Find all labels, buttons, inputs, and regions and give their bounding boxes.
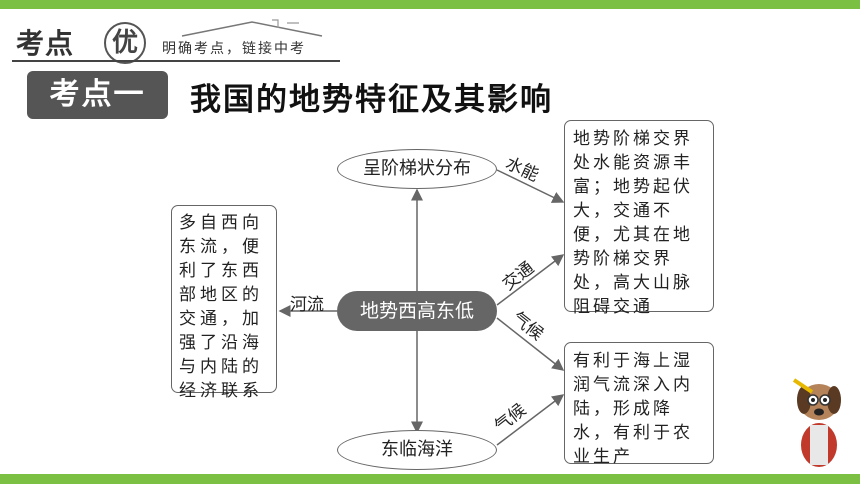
- roof-decoration-icon: [181, 19, 323, 37]
- center-node: 地势西高东低: [337, 291, 497, 331]
- arrow-traffic: [496, 254, 565, 306]
- bottom-node: 东临海洋: [337, 430, 497, 470]
- arrow-hydropower: [496, 169, 565, 203]
- dog-mascot-icon: [792, 378, 841, 467]
- right-top-box: 地势阶梯交界处水能资源丰富；地势起伏大，交通不便，尤其在地势阶梯交界处，高大山脉…: [564, 120, 714, 317]
- header-title: 考点: [16, 27, 75, 60]
- header-subtitle: 明确考点，链接中考: [162, 41, 306, 57]
- bottom-green-bar: [0, 474, 860, 484]
- section-tag: 考点一: [27, 71, 168, 119]
- arrow-climate-center: [496, 317, 565, 371]
- section-title: 我国的地势特征及其影响: [190, 82, 553, 118]
- label-river: 河流: [290, 295, 324, 315]
- arrow-climate-bottom: [496, 394, 565, 446]
- header-banner: 考点 优 明确考点，链接中考: [12, 16, 342, 64]
- left-box: 多自西向东流，便利了东西部地区的交通，加强了沿海与内陆的经济联系: [171, 205, 277, 401]
- right-bottom-box: 有利于海上湿润气流深入内陆，形成降水，有利于农业生产: [564, 342, 714, 467]
- header-underline: [12, 60, 340, 62]
- top-node: 呈阶梯状分布: [337, 149, 497, 189]
- header-badge: 优: [104, 22, 146, 64]
- top-green-bar: [0, 0, 860, 9]
